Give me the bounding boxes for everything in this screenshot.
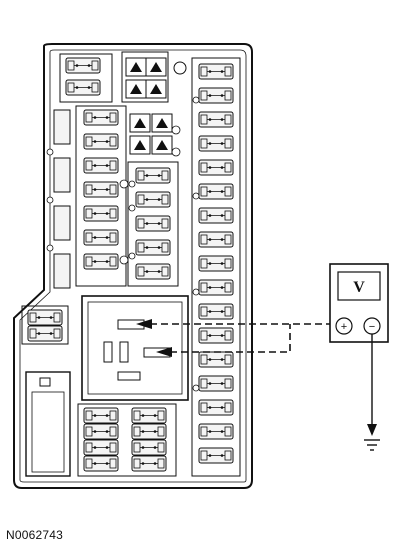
bottom-fuse-grid	[77, 403, 177, 477]
voltmeter-display	[337, 271, 381, 301]
middle-left-fuse-column	[75, 105, 129, 287]
test-leads	[150, 323, 336, 353]
ground-lead-arrow	[367, 424, 377, 436]
relay-socket	[81, 295, 189, 401]
lower-left-fuse-block	[21, 305, 69, 345]
middle-right-fuse-column	[127, 113, 181, 287]
negative-terminal-label: −	[369, 321, 375, 333]
socket-terminal-middle	[119, 341, 129, 363]
voltmeter-symbol: V	[353, 279, 365, 296]
right-fuse-column	[191, 57, 241, 477]
top-relay-cluster	[121, 51, 187, 103]
figure-code: N0062743	[6, 528, 63, 542]
socket-terminal-left	[103, 341, 113, 363]
probe-arrow-upper	[136, 319, 152, 329]
positive-terminal	[335, 317, 353, 335]
second-test-lead	[170, 324, 291, 353]
ground-icon	[364, 439, 380, 451]
voltmeter: V + −	[329, 263, 389, 343]
bottom-left-connector	[25, 371, 71, 477]
probe-arrow-lower	[156, 347, 172, 357]
left-vertical-fuses	[46, 109, 71, 289]
socket-terminal-lower	[117, 371, 141, 381]
top-left-fuse-block	[59, 53, 113, 103]
positive-terminal-label: +	[341, 321, 347, 333]
